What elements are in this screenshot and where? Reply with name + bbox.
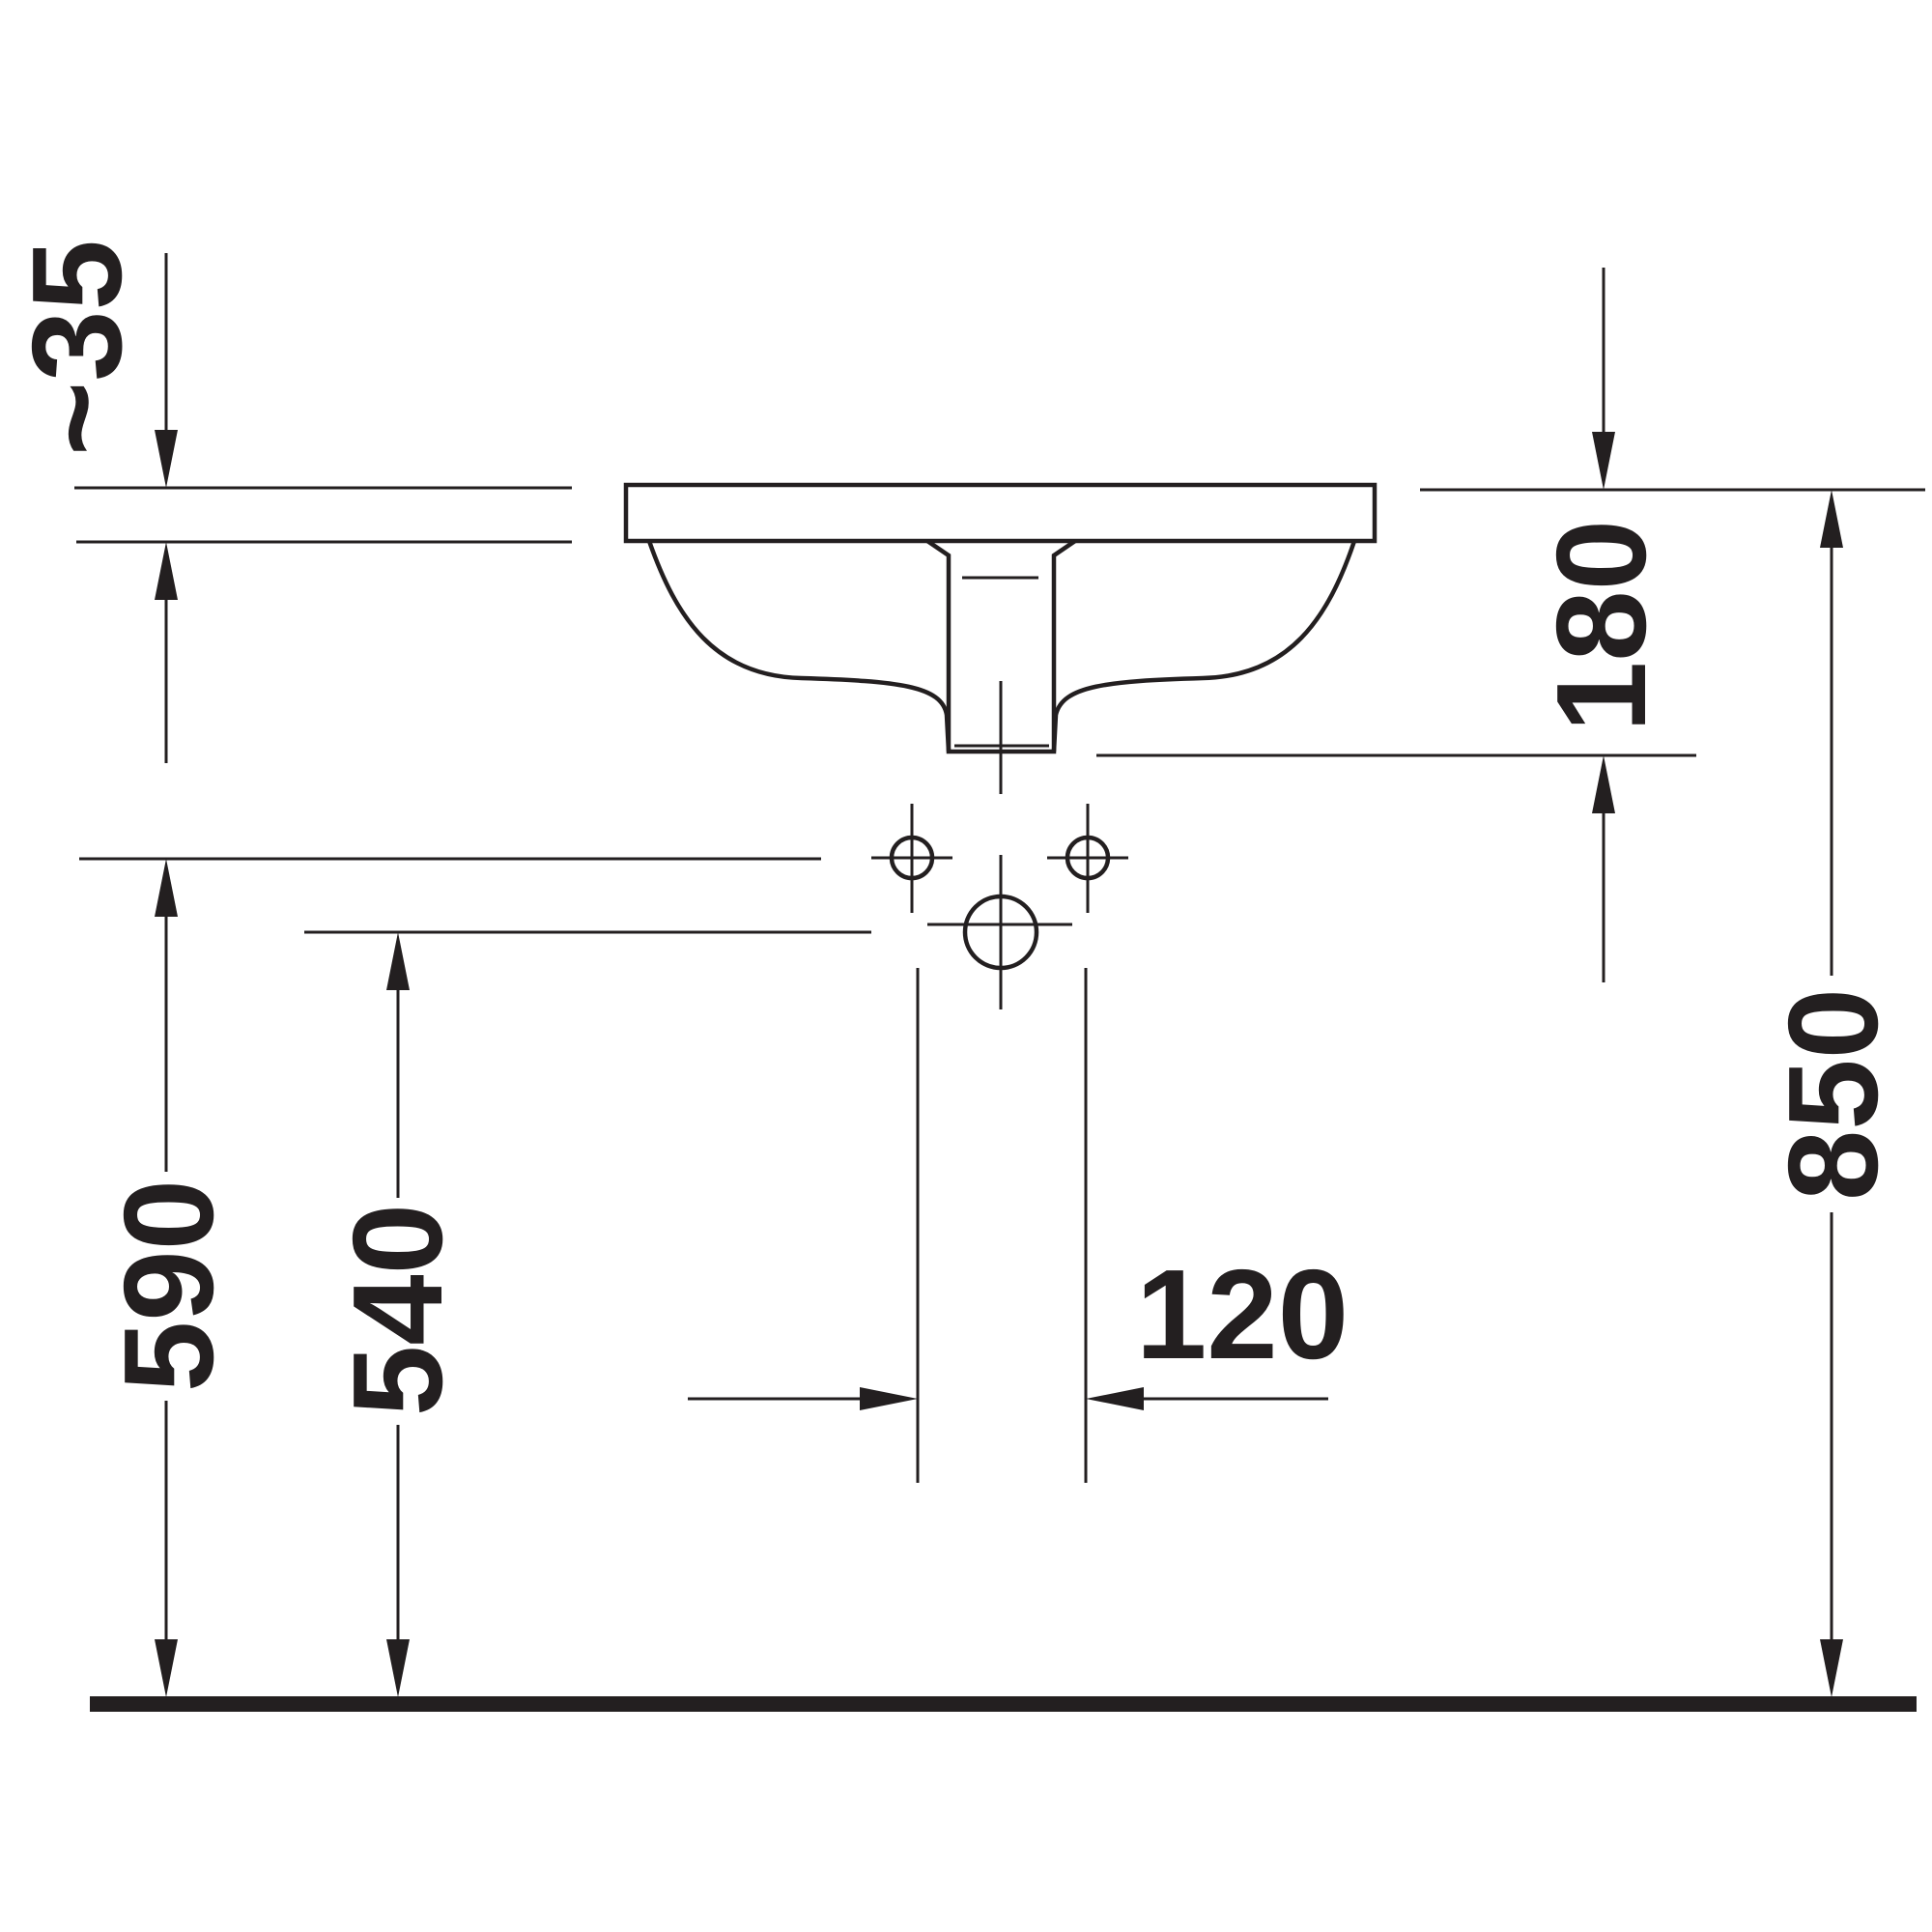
dim-basin-depth — [1592, 268, 1615, 982]
tap-hole-right-symbol — [1047, 804, 1128, 913]
dim-label-tap-hole-height: 590 — [98, 1179, 240, 1392]
basin-outline — [623, 482, 1378, 754]
extension-lines — [74, 486, 1925, 1483]
dim-rim-thickness — [155, 253, 178, 763]
dim-label-rim-thickness: ~35 — [6, 240, 148, 456]
dim-label-tap-hole-spacing: 120 — [1136, 1243, 1349, 1385]
waste-outlet-symbol — [927, 855, 1072, 1009]
dim-label-rim-height: 850 — [1762, 988, 1904, 1201]
dim-waste-height — [386, 932, 410, 1697]
dim-label-waste-height: 540 — [327, 1204, 469, 1416]
dim-tap-hole-height — [155, 859, 178, 1697]
dim-tap-hole-spacing — [688, 1387, 1328, 1410]
dim-label-basin-depth: 180 — [1530, 520, 1672, 732]
dim-rim-height — [1820, 490, 1843, 1697]
tap-hole-left-symbol — [871, 804, 952, 913]
